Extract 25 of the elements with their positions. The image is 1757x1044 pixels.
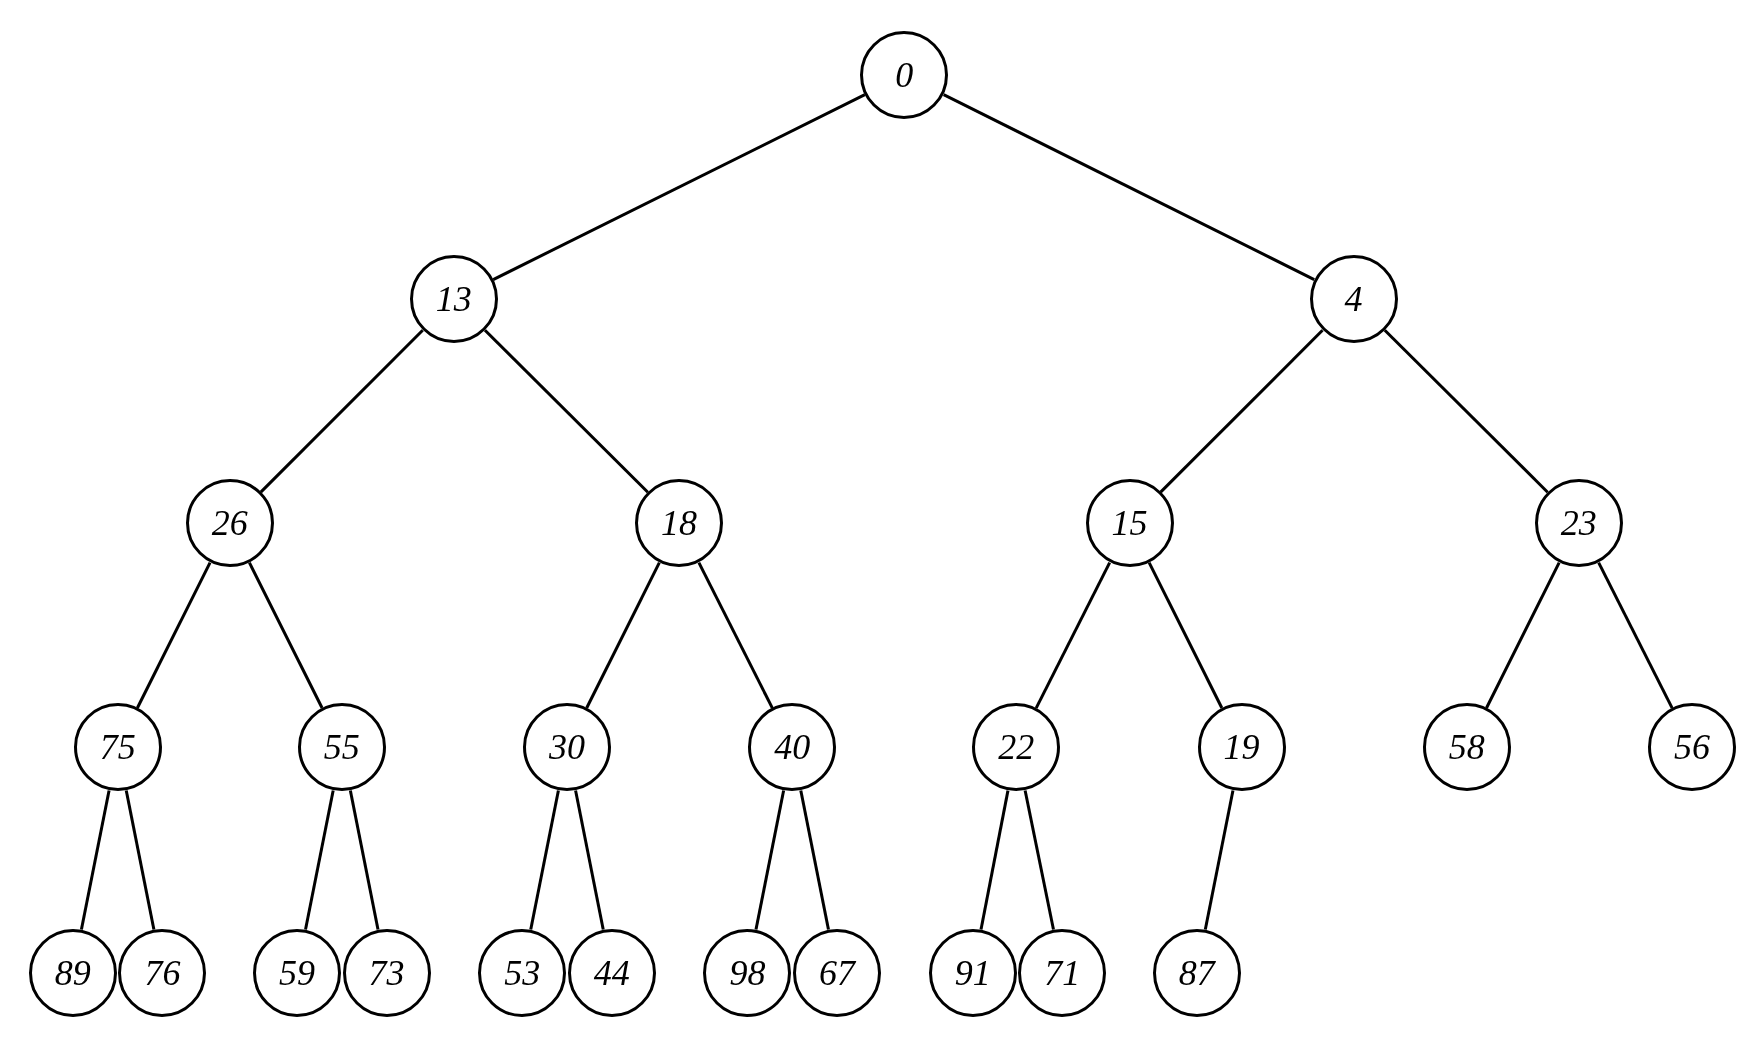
tree-edge xyxy=(124,790,156,930)
tree-edge xyxy=(1034,561,1111,709)
tree-edge xyxy=(1023,790,1055,930)
tree-edge xyxy=(492,93,866,281)
tree-edge xyxy=(136,561,212,709)
tree-edge xyxy=(942,93,1315,281)
tree-edge xyxy=(1203,790,1235,930)
tree-edge xyxy=(348,790,380,930)
tree-edge xyxy=(483,329,649,494)
tree-edge xyxy=(754,790,786,930)
tree-edge xyxy=(1159,329,1324,494)
tree-edge xyxy=(79,790,111,930)
tree-edge xyxy=(574,790,605,930)
tree-edge xyxy=(697,561,774,709)
tree-edge xyxy=(1383,329,1549,494)
tree-edge xyxy=(259,329,424,494)
tree-edge xyxy=(1147,561,1224,709)
tree-edge xyxy=(585,561,661,709)
tree-edge xyxy=(529,790,560,930)
tree-edge xyxy=(979,790,1010,930)
tree-edge xyxy=(1597,561,1674,709)
tree-edge xyxy=(1485,561,1561,709)
tree-edge xyxy=(799,790,830,930)
tree-edge xyxy=(248,561,324,709)
tree-edge xyxy=(304,790,335,930)
